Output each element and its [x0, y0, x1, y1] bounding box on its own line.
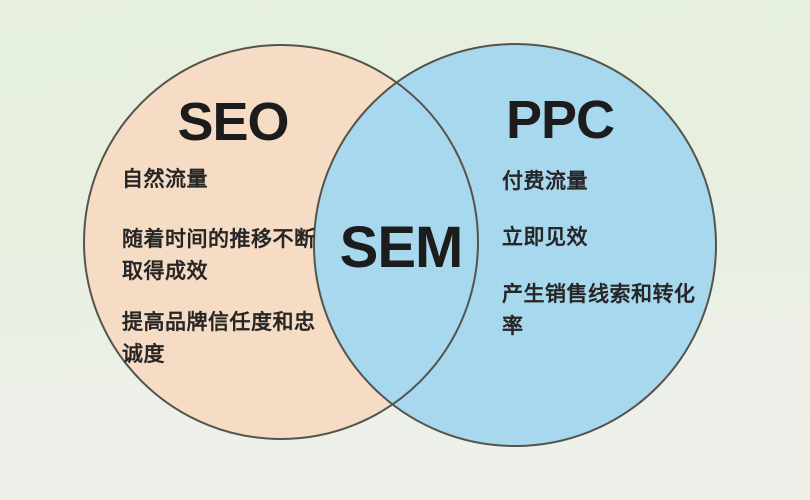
- seo-item-organic-traffic: 自然流量: [122, 168, 208, 191]
- seo-item-brand-trust-loyalty: 提高品牌信任度和忠 诚度: [122, 311, 316, 366]
- seo-title: SEO: [177, 92, 289, 152]
- ppc-title: PPC: [505, 90, 615, 150]
- seo-item-results-over-time: 随着时间的推移不断 取得成效: [122, 228, 316, 283]
- ppc-item-leads-conversion: 产生销售线索和转化 率: [502, 283, 696, 338]
- ppc-circle-fill: [314, 44, 716, 446]
- ppc-item-paid-traffic: 付费流量: [502, 170, 588, 193]
- sem-overlap-title: SEM: [339, 215, 464, 280]
- ppc-circle-outline: [313, 43, 717, 447]
- ppc-item-immediate-results: 立即见效: [502, 226, 588, 249]
- seo-circle-outline: [83, 44, 479, 440]
